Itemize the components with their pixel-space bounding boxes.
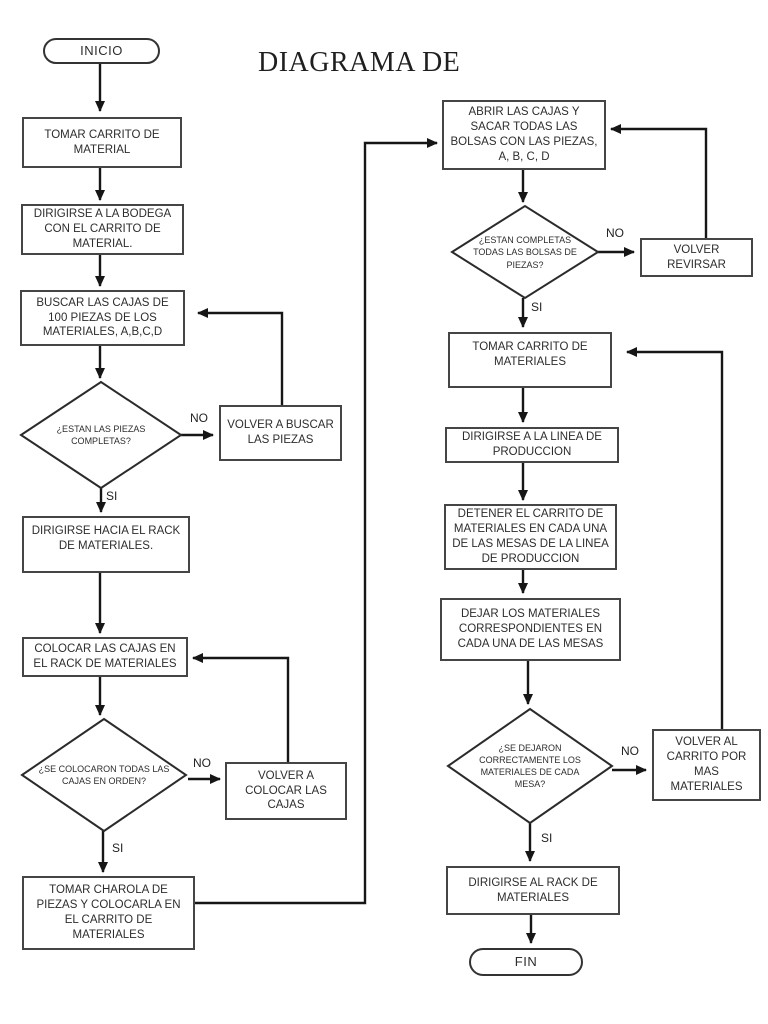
node-dirigirse-bodega: DIRIGIRSE A LA BODEGA CON EL CARRITO DE … (21, 204, 184, 255)
edge-charola-to-abrir (195, 138, 438, 905)
node-tomar-carrito-materiales: TOMAR CARRITO DE MATERIALES (448, 332, 612, 388)
node-dirigirse-linea-produccion: DIRIGIRSE A LA LINEA DE PRODUCCION (445, 427, 619, 463)
node-colocar-cajas-rack: COLOCAR LAS CAJAS EN EL RACK DE MATERIAL… (22, 637, 188, 677)
node-dirigirse-rack-final: DIRIGIRSE AL RACK DE MATERIALES (446, 866, 620, 915)
node-tomar-charola: TOMAR CHAROLA DE PIEZAS Y COLOCARLA EN E… (22, 876, 195, 950)
edge-label-si-1: SI (106, 489, 118, 503)
node-dirigirse-rack: DIRIGIRSE HACIA EL RACK DE MATERIALES. (22, 516, 190, 573)
node-fin: FIN (469, 948, 583, 976)
node-volver-revirsar: VOLVER REVIRSAR (640, 238, 753, 277)
node-buscar-cajas: BUSCAR LAS CAJAS DE 100 PIEZAS DE LOS MA… (20, 290, 185, 346)
decision-piezas-completas-shape (19, 380, 183, 490)
node-inicio: INICIO (43, 38, 160, 64)
edge-label-si-3: SI (531, 300, 543, 314)
node-volver-carrito-mas-materiales: VOLVER AL CARRITO POR MAS MATERIALES (652, 729, 761, 801)
decision-bolsas-completas-shape (450, 204, 600, 300)
edge-volvercarrito-loop (626, 347, 724, 729)
edge-label-si-4: SI (541, 831, 553, 845)
node-volver-buscar-piezas: VOLVER A BUSCAR LAS PIEZAS (219, 405, 342, 461)
node-abrir-cajas: ABRIR LAS CAJAS Y SACAR TODAS LAS BOLSAS… (442, 100, 606, 170)
decision-cajas-orden-shape (20, 717, 188, 833)
edge-label-no-4: NO (621, 744, 639, 758)
node-volver-colocar-cajas: VOLVER A COLOCAR LAS CAJAS (225, 762, 347, 820)
edge-volverbuscar-loop (197, 308, 284, 405)
edge-revirsar-loop (610, 124, 708, 238)
edge-label-no-3: NO (606, 226, 624, 240)
node-detener-carrito: DETENER EL CARRITO DE MATERIALES EN CADA… (444, 504, 617, 570)
decision-materiales-mesa-shape (446, 707, 614, 825)
edge-label-no-1: NO (190, 411, 208, 425)
edge-label-si-2: SI (112, 841, 124, 855)
page-title: DIAGRAMA DE (258, 47, 461, 78)
edge-volvercolocar-loop (192, 653, 290, 762)
edge-label-no-2: NO (193, 756, 211, 770)
node-dejar-materiales: DEJAR LOS MATERIALES CORRESPONDIENTES EN… (440, 598, 621, 661)
node-tomar-carrito-material: TOMAR CARRITO DE MATERIAL (22, 117, 182, 168)
